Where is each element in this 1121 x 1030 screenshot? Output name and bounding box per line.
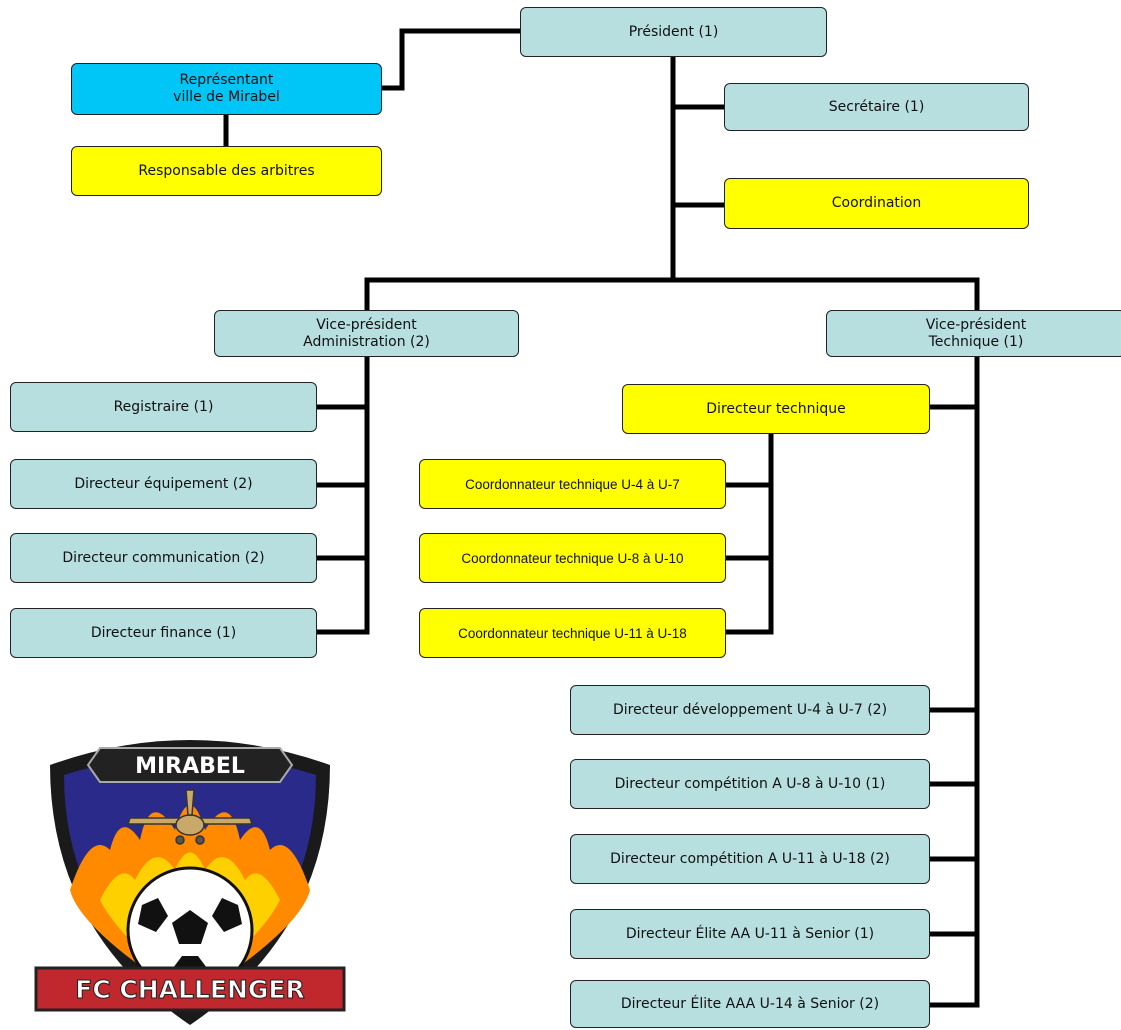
directeur-finance-box[interactable]: Directeur finance (1): [10, 608, 317, 658]
responsable-arbitres-box[interactable]: Responsable des arbitres: [71, 146, 382, 196]
elite-aa-box[interactable]: Directeur Élite AA U-11 à Senior (1): [570, 909, 930, 959]
logo-top-text: MIRABEL: [135, 754, 245, 779]
coordonnateur-u8-u10-box[interactable]: Coordonnateur technique U-8 à U-10: [419, 533, 726, 583]
coordonnateur-u4-u7-box[interactable]: Coordonnateur technique U-4 à U-7: [419, 459, 726, 509]
secretaire-box[interactable]: Secrétaire (1): [724, 83, 1029, 131]
competition-u11-u18-box[interactable]: Directeur compétition A U-11 à U-18 (2): [570, 834, 930, 884]
directeur-communication-box[interactable]: Directeur communication (2): [10, 533, 317, 583]
developpement-u4-u7-box[interactable]: Directeur développement U-4 à U-7 (2): [570, 685, 930, 735]
logo-bottom-banner: [34, 966, 346, 1012]
vp-technique-box[interactable]: Vice-président Technique (1): [826, 310, 1121, 357]
airplane-icon: [126, 789, 254, 845]
elite-aaa-box[interactable]: Directeur Élite AAA U-14 à Senior (2): [570, 980, 930, 1028]
logo-bottom-text: FC CHALLENGER: [75, 975, 304, 1004]
directeur-equipement-box[interactable]: Directeur équipement (2): [10, 459, 317, 509]
directeur-technique-box[interactable]: Directeur technique: [622, 384, 930, 434]
president-box[interactable]: Président (1): [520, 7, 827, 57]
coordination-box[interactable]: Coordination: [724, 178, 1029, 229]
coordonnateur-u11-u18-box[interactable]: Coordonnateur technique U-11 à U-18: [419, 608, 726, 658]
fc-challenger-logo: MIRABEL FC CHALLENGER: [34, 740, 346, 1025]
registraire-box[interactable]: Registraire (1): [10, 382, 317, 432]
logo-top-banner: [86, 747, 294, 783]
vp-administration-box[interactable]: Vice-président Administration (2): [214, 310, 519, 357]
competition-u8-u10-box[interactable]: Directeur compétition A U-8 à U-10 (1): [570, 759, 930, 809]
representant-box[interactable]: Représentant ville de Mirabel: [71, 63, 382, 115]
